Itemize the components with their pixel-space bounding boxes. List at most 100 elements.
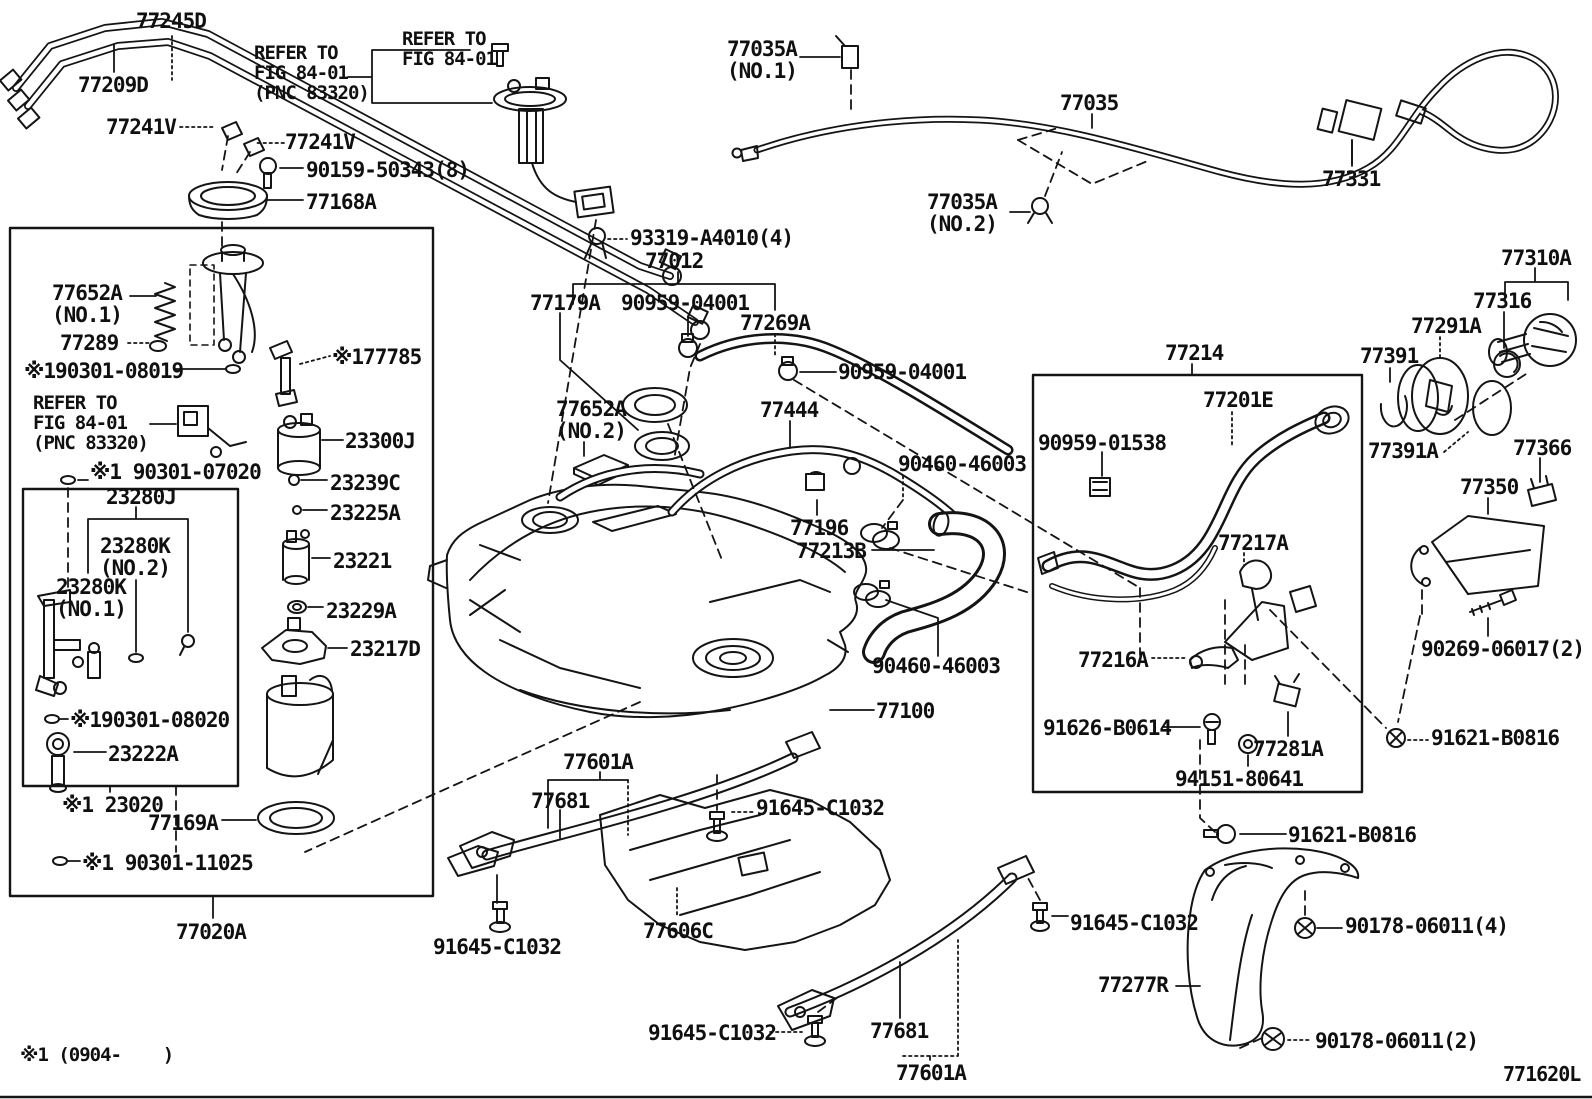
part-label-77601A-1: 77601A bbox=[563, 750, 634, 774]
nut-94151 bbox=[1239, 735, 1257, 753]
part-label-77179A: 77179A bbox=[530, 291, 601, 315]
part-label-23229A: 23229A bbox=[326, 599, 397, 623]
fuel-cap-77310A bbox=[1524, 314, 1576, 366]
part-label-77601A-2: 77601A bbox=[896, 1061, 967, 1085]
part-label-77277R: 77277R bbox=[1098, 973, 1169, 997]
part-label-77035A-no2: 77035A (NO.2) bbox=[927, 190, 998, 237]
part-label-77350: 77350 bbox=[1460, 475, 1519, 499]
part-label-77316: 77316 bbox=[1473, 289, 1532, 313]
part-label-90301-11025: ※1 90301-11025 bbox=[82, 851, 254, 875]
part-label-90159-50343: 90159-50343(8) bbox=[306, 158, 470, 182]
fuel-tubes-drawing bbox=[0, 22, 709, 339]
part-label-refer-fig-1: REFER TO FIG 84-01 (PNC 83320) bbox=[254, 42, 370, 104]
part-label-77213B: 77213B bbox=[796, 539, 867, 563]
part-label-23020: ※1 23020 bbox=[62, 793, 164, 817]
part-label-23300J: 23300J bbox=[345, 429, 416, 453]
part-label-90301-08020: ※190301-08020 bbox=[70, 708, 230, 732]
leader-lines bbox=[60, 44, 1568, 1060]
part-label-77366: 77366 bbox=[1513, 436, 1572, 460]
oring-77391A bbox=[1473, 381, 1511, 435]
bolt-91621-low bbox=[1217, 825, 1235, 843]
part-label-77214: 77214 bbox=[1165, 341, 1224, 365]
part-label-77245D: 77245D bbox=[136, 9, 207, 33]
part-label-77391A: 77391A bbox=[1368, 439, 1439, 463]
part-label-91645-C1032-3: 91645-C1032 bbox=[1070, 911, 1199, 935]
part-label-77291A: 77291A bbox=[1411, 314, 1482, 338]
bolt-91645-4 bbox=[805, 1016, 825, 1046]
part-label-91621-B0816-r: 91621-B0816 bbox=[1431, 726, 1560, 750]
part-label-90460-46003-1: 90460-46003 bbox=[898, 452, 1027, 476]
part-label-90959-04001-1: 90959-04001 bbox=[621, 291, 750, 315]
part-label-refer-fig-2: REFER TO FIG 84-01 bbox=[402, 28, 497, 70]
part-label-77391: 77391 bbox=[1360, 344, 1419, 368]
bolt-91645-3 bbox=[1031, 903, 1049, 931]
bolt-91621-r bbox=[1387, 729, 1405, 747]
part-label-90959-04001-2: 90959-04001 bbox=[838, 360, 967, 384]
part-label-90269-06017: 90269-06017(2) bbox=[1421, 637, 1585, 661]
part-label-77012: 77012 bbox=[645, 249, 704, 273]
part-label-91621-B0816-low: 91621-B0816 bbox=[1288, 823, 1417, 847]
part-label-77196: 77196 bbox=[790, 516, 849, 540]
group-boxes bbox=[0, 228, 1592, 1097]
bolt-91645-1 bbox=[707, 812, 727, 841]
heat-shield-77606C bbox=[600, 790, 890, 950]
clamp-90959-01538 bbox=[1090, 478, 1110, 496]
plate-23217D bbox=[262, 630, 326, 664]
part-label-77241V-2: 77241V bbox=[285, 130, 356, 154]
valve-refer bbox=[178, 406, 208, 436]
part-label-23280K-no1: 23280K (NO.1) bbox=[56, 575, 127, 622]
part-label-77100: 77100 bbox=[876, 699, 935, 723]
part-label-refer-fig-3: REFER TO FIG 84-01 (PNC 83320) bbox=[33, 392, 149, 454]
dotted-leaders bbox=[128, 36, 1468, 1056]
part-label-77652A-no2: 77652A (NO.2) bbox=[556, 397, 627, 444]
part-label-77269A: 77269A bbox=[740, 311, 811, 335]
clip-77366 bbox=[1528, 476, 1556, 506]
part-label-90178-06011-2: 90178-06011(2) bbox=[1315, 1029, 1479, 1053]
part-label-77035: 77035 bbox=[1060, 91, 1119, 115]
part-label-77209D: 77209D bbox=[78, 73, 149, 97]
nut-90178-4 bbox=[1295, 918, 1315, 938]
gauge-23222A bbox=[47, 733, 69, 755]
filler-shield-77277R bbox=[1188, 848, 1359, 1045]
part-label-90178-06011-4: 90178-06011(4) bbox=[1345, 914, 1509, 938]
part-label-23221: 23221 bbox=[333, 549, 392, 573]
lid-lock-cable-drawing bbox=[733, 36, 1556, 223]
part-label-diagram-code: 771620L bbox=[1503, 1062, 1581, 1086]
part-label-91645-C1032-4: 91645-C1032 bbox=[648, 1021, 777, 1045]
sub-sender-23280K bbox=[44, 600, 54, 678]
filler-pipe-box bbox=[1033, 375, 1362, 792]
part-label-77331: 77331 bbox=[1322, 167, 1381, 191]
part-label-footnote-note: ※1 (0904- ) bbox=[20, 1044, 174, 1066]
part-label-91645-C1032-1: 91645-C1032 bbox=[756, 796, 885, 820]
gasket-77169A bbox=[258, 802, 334, 834]
filler-pipe-drawing bbox=[1038, 402, 1352, 753]
part-label-77310A: 77310A bbox=[1501, 246, 1572, 270]
filler-opening-parts-drawing bbox=[1204, 314, 1576, 843]
part-label-77281A: 77281A bbox=[1253, 737, 1324, 761]
ring-77391 bbox=[1381, 396, 1407, 426]
part-label-93319-A4010: 93319-A4010(4) bbox=[630, 226, 794, 250]
part-label-77289: 77289 bbox=[60, 331, 119, 355]
cable-end-77331 bbox=[1339, 100, 1382, 140]
bolt-91645-2 bbox=[490, 902, 510, 932]
straps-shields-drawing bbox=[448, 228, 1358, 1050]
part-label-23217D: 23217D bbox=[350, 637, 421, 661]
washer-77289 bbox=[150, 341, 166, 351]
part-label-77201E: 77201E bbox=[1203, 388, 1274, 412]
part-label-177785: ※177785 bbox=[332, 345, 422, 369]
fuel-tank-drawing bbox=[428, 455, 866, 717]
part-label-90301-07020: ※1 90301-07020 bbox=[90, 460, 262, 484]
filter-case bbox=[267, 683, 333, 705]
part-label-77606C: 77606C bbox=[643, 919, 714, 943]
part-label-77241V-1: 77241V bbox=[106, 115, 177, 139]
screw-90269 bbox=[1470, 600, 1502, 615]
part-177785 bbox=[270, 341, 297, 406]
sender-gauge-top-drawing bbox=[348, 44, 614, 217]
part-label-23222A: 23222A bbox=[108, 742, 179, 766]
retainer-ring-drawing bbox=[189, 158, 276, 219]
clamp-77217A bbox=[1240, 560, 1271, 589]
part-label-91626-B0614: 91626-B0614 bbox=[1043, 716, 1172, 740]
part-label-90301-08019: ※190301-08019 bbox=[24, 359, 184, 383]
